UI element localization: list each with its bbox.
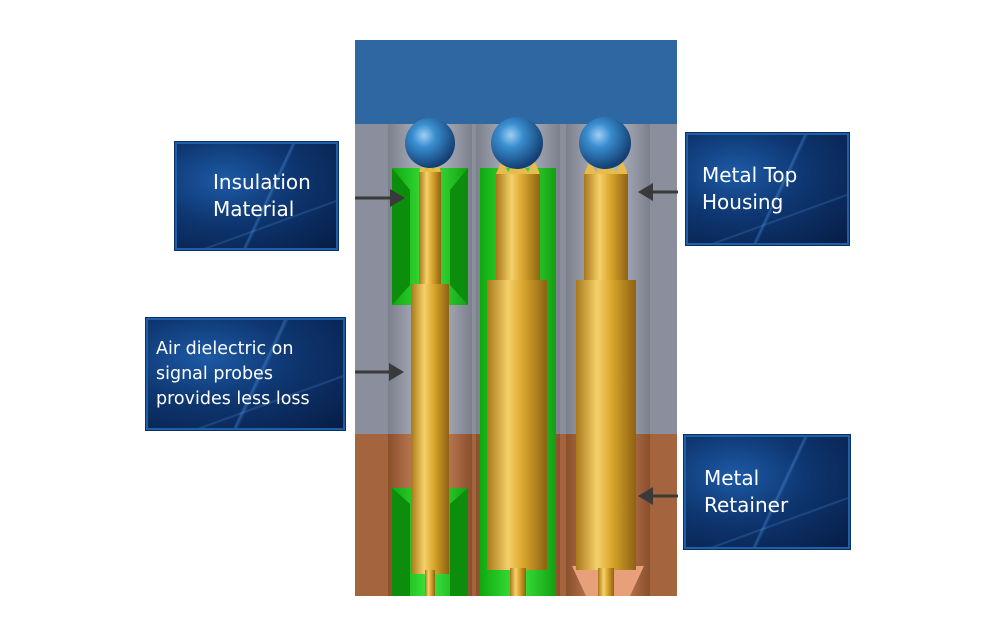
label-air-text: Air dielectric on signal probes provides…	[156, 338, 310, 409]
arrow-housing	[638, 183, 678, 201]
probe-middle	[487, 158, 547, 596]
probe-right	[576, 158, 636, 596]
label-insulation-material: Insulation Material	[174, 141, 339, 251]
label-housing-text: Metal Top Housing	[702, 163, 798, 214]
solder-balls	[405, 117, 631, 169]
solder-ball-middle	[491, 117, 543, 169]
label-insulation-text: Insulation Material	[213, 170, 311, 221]
arrow-air	[355, 363, 404, 381]
callout-arrows	[355, 183, 678, 505]
probe-left	[411, 159, 449, 596]
label-air-dielectric: Air dielectric on signal probes provides…	[145, 317, 346, 431]
solder-ball-right	[579, 117, 631, 169]
label-retainer-text: Metal Retainer	[704, 466, 789, 517]
solder-ball-left	[405, 118, 455, 168]
label-metal-top-housing: Metal Top Housing	[685, 132, 850, 246]
label-metal-retainer: Metal Retainer	[683, 434, 851, 550]
arrow-retainer	[638, 487, 678, 505]
top-cap	[355, 40, 677, 124]
arrow-insulation	[355, 189, 405, 207]
